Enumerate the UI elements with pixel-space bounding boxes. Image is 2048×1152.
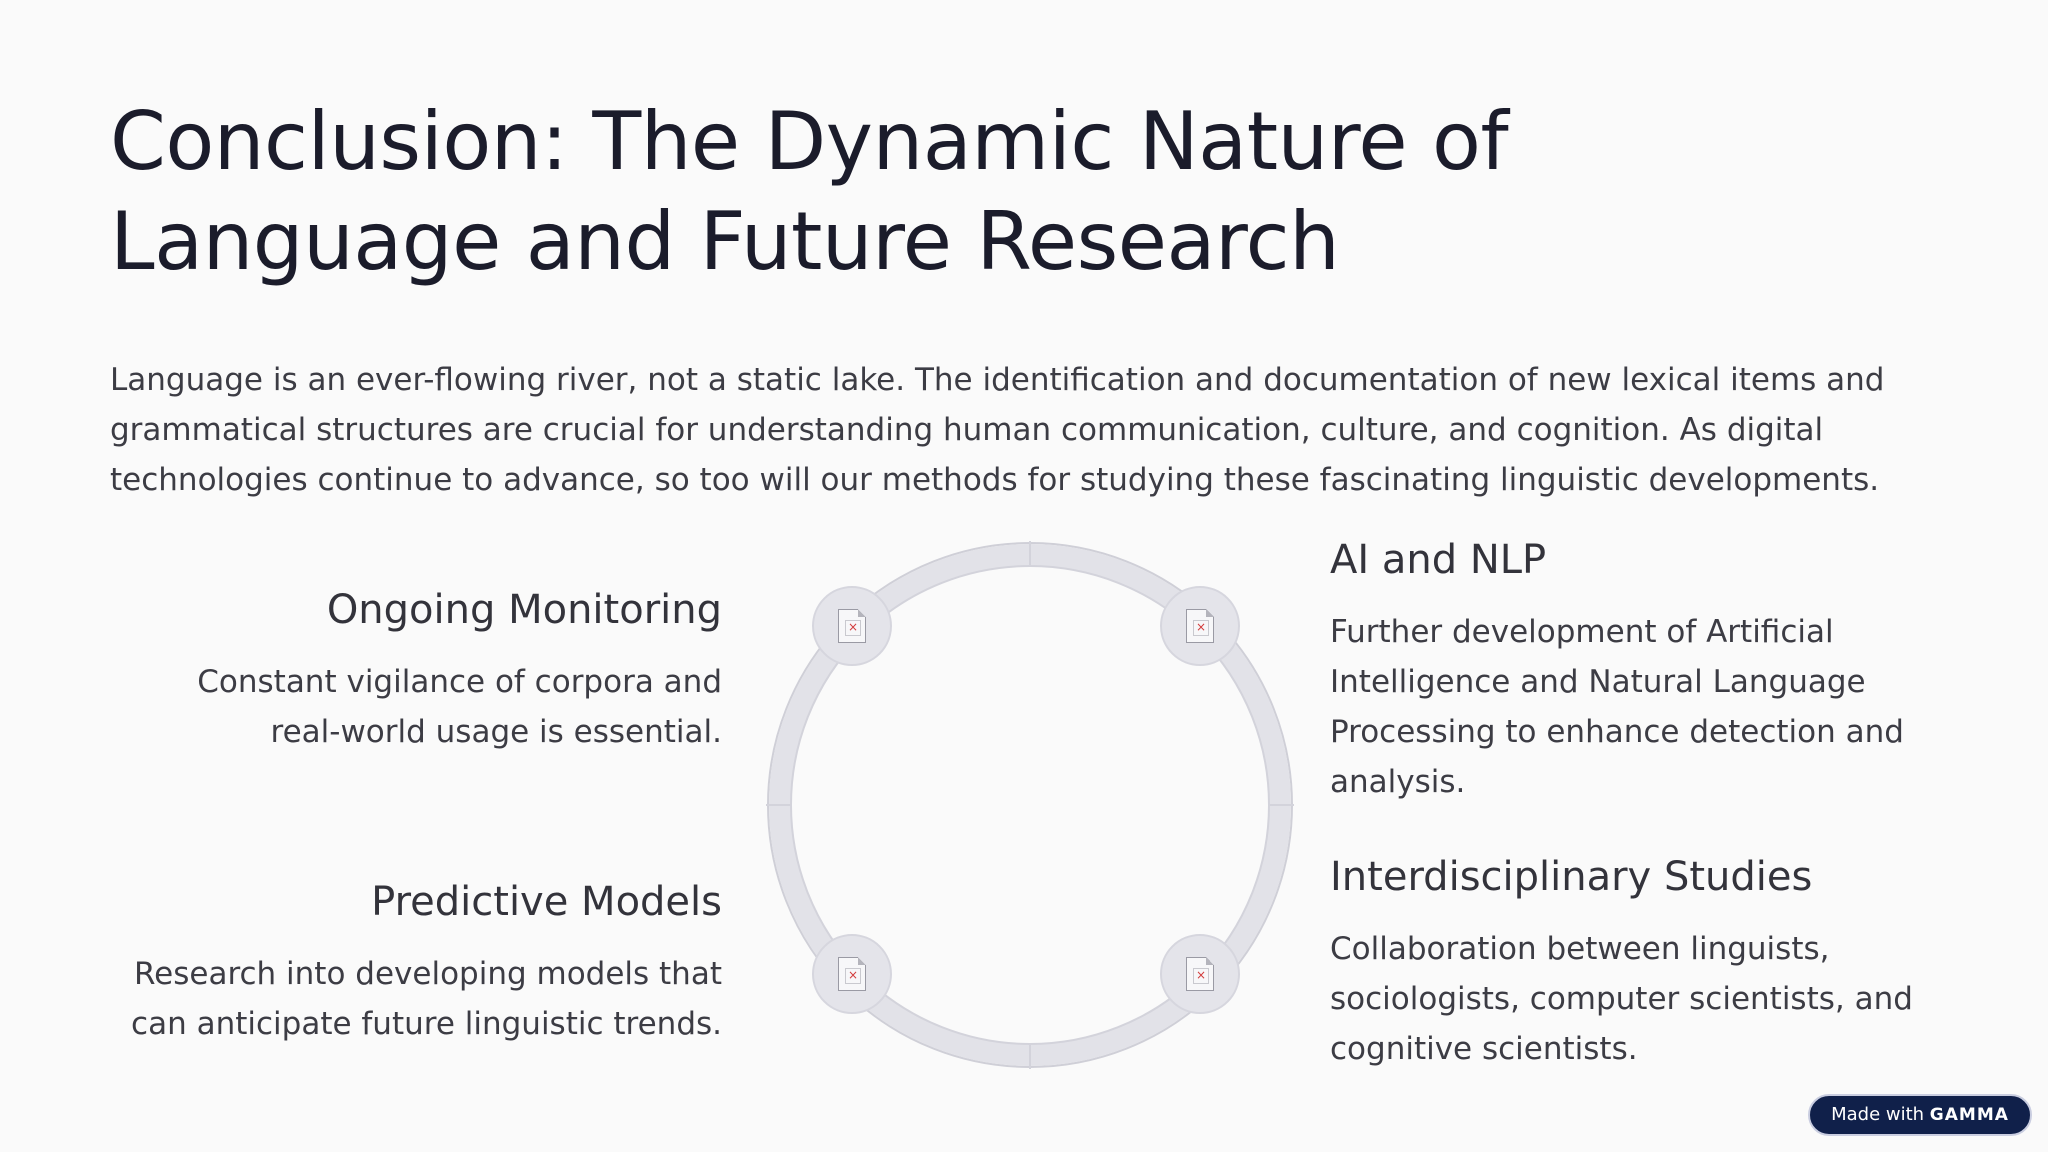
interdisciplinary-block: Interdisciplinary Studies Collaboration … — [1330, 852, 1930, 1074]
broken-image-icon: × — [838, 609, 866, 643]
ongoing-monitoring-text: Constant vigilance of corpora and real-w… — [197, 664, 722, 750]
ai-nlp-block: AI and NLP Further development of Artifi… — [1330, 535, 1930, 807]
interdisciplinary-heading: Interdisciplinary Studies — [1330, 854, 1813, 900]
broken-image-icon: × — [838, 957, 866, 991]
interdisciplinary-node: × — [1160, 934, 1240, 1014]
slide-title: Conclusion: The Dynamic Nature of Langua… — [110, 95, 1509, 288]
made-with-gamma-badge[interactable]: Made with GAMMA — [1808, 1094, 2032, 1136]
cycle-ring — [766, 541, 1294, 1069]
cycle-diagram — [760, 535, 1300, 1075]
ai-nlp-heading: AI and NLP — [1330, 537, 1547, 583]
interdisciplinary-text: Collaboration between linguists, sociolo… — [1330, 931, 1913, 1067]
ongoing-monitoring-block: Ongoing Monitoring Constant vigilance of… — [130, 585, 722, 757]
predictive-models-node: × — [812, 934, 892, 1014]
ongoing-monitoring-node: × — [812, 586, 892, 666]
predictive-models-block: Predictive Models Research into developi… — [130, 877, 722, 1049]
ongoing-monitoring-heading: Ongoing Monitoring — [326, 587, 722, 633]
predictive-models-text: Research into developing models that can… — [131, 956, 722, 1042]
gamma-logo: GAMMA — [1929, 1105, 2009, 1125]
ai-nlp-node: × — [1160, 586, 1240, 666]
broken-image-icon: × — [1186, 957, 1214, 991]
broken-image-icon: × — [1186, 609, 1214, 643]
predictive-models-heading: Predictive Models — [371, 879, 722, 925]
ai-nlp-text: Further development of Artificial Intell… — [1330, 614, 1904, 800]
badge-prefix: Made with — [1831, 1104, 1925, 1125]
intro-paragraph: Language is an ever-flowing river, not a… — [110, 362, 1885, 498]
